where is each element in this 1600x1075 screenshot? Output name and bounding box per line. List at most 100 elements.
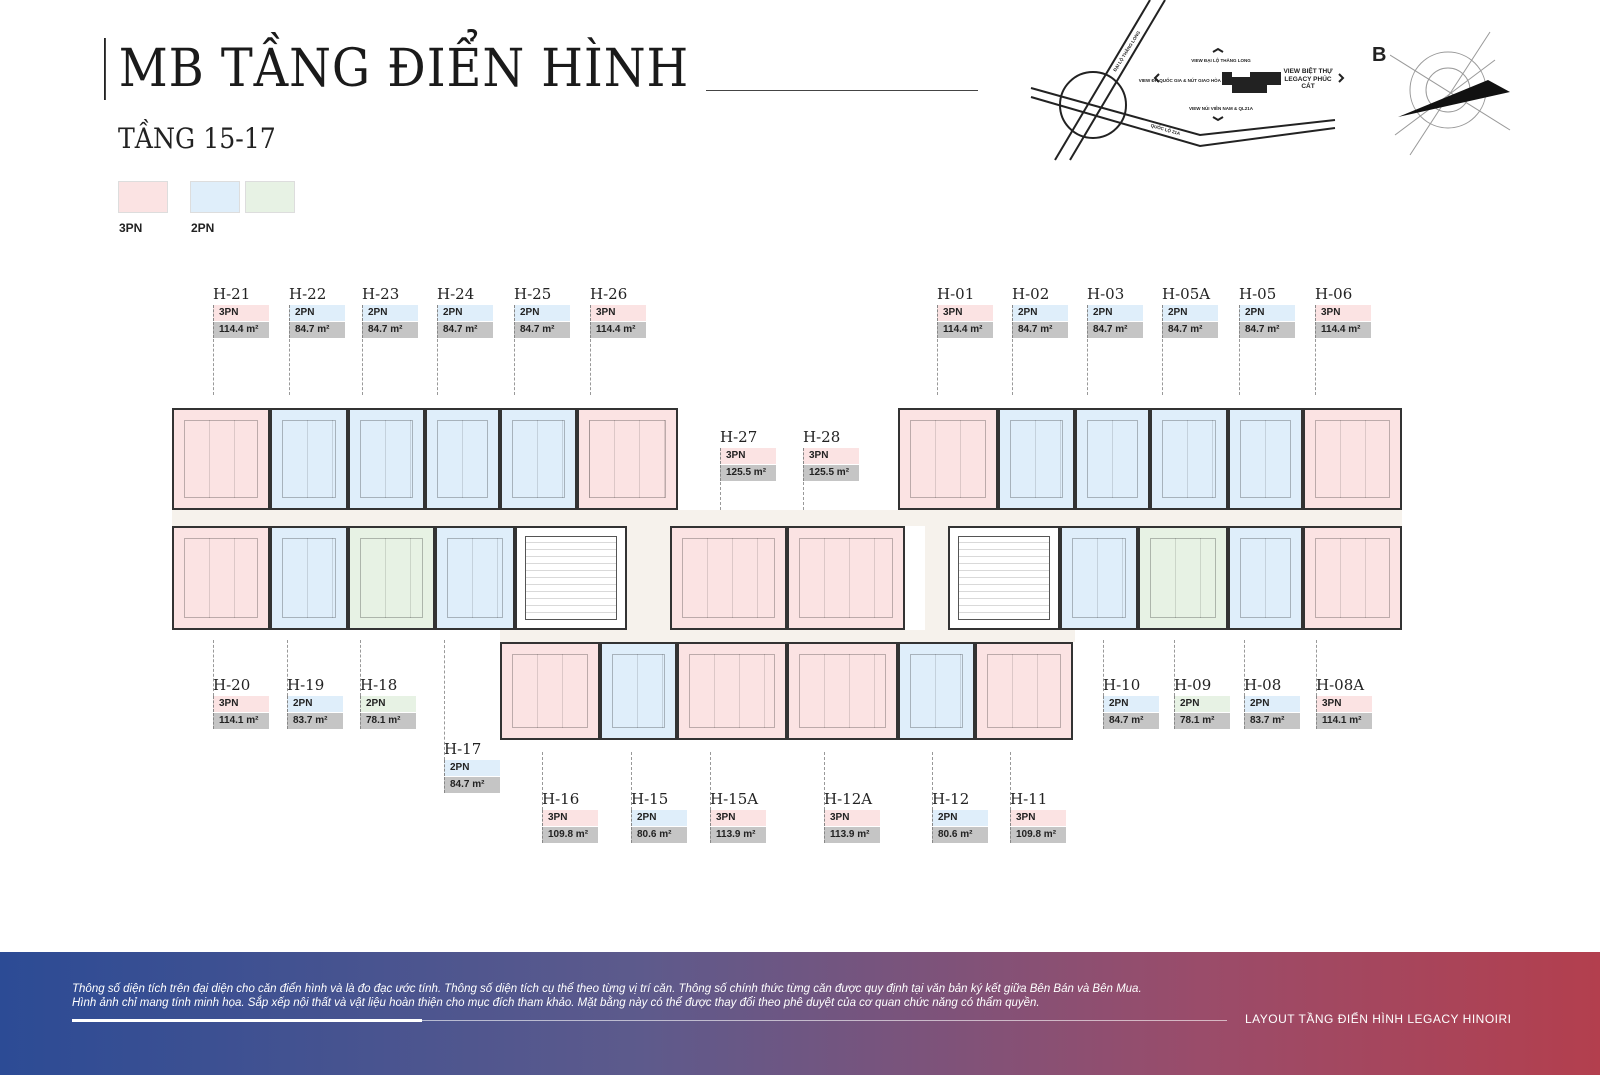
unit-area: 84.7 m² [1103, 713, 1159, 729]
unit-code: H-15A [710, 790, 759, 808]
unit-code: H-26 [590, 285, 628, 303]
unit-h-17 [435, 526, 515, 630]
view-top-label: VIEW ĐẠI LỘ THĂNG LONG [1191, 56, 1251, 63]
leader-line [590, 339, 591, 395]
leader-line [824, 752, 825, 810]
disclaimer: Thông số diện tích trên đại diện cho căn… [72, 982, 1232, 1010]
unit-h-12a [787, 642, 898, 740]
unit-h-10 [1060, 526, 1138, 630]
unit-h-25 [500, 408, 577, 510]
corridor [625, 510, 673, 642]
unit-area: 84.7 m² [437, 322, 493, 338]
unit-code: H-01 [937, 285, 975, 303]
unit-type: 2PN [362, 305, 418, 321]
title-divider [706, 90, 978, 91]
unit-area: 83.7 m² [287, 713, 343, 729]
unit-code: H-17 [444, 740, 482, 758]
unit-code: H-16 [542, 790, 580, 808]
unit-type: 3PN [542, 810, 598, 826]
unit-code: H-19 [287, 676, 325, 694]
unit-h-02 [998, 408, 1075, 510]
leader-line [362, 339, 363, 395]
leader-line [710, 752, 711, 810]
unit-code: H-03 [1087, 285, 1125, 303]
floor-subtitle: TẦNG 15-17 [118, 122, 276, 155]
leader-line [1174, 640, 1175, 696]
unit-area: 109.8 m² [542, 827, 598, 843]
unit-code: H-18 [360, 676, 398, 694]
unit-code: H-05 [1239, 285, 1277, 303]
unit-area: 114.1 m² [1316, 713, 1372, 729]
unit-h-03 [1075, 408, 1150, 510]
unit-h-19 [270, 526, 348, 630]
leader-line [437, 339, 438, 395]
corridor [925, 510, 950, 642]
unit-code: H-23 [362, 285, 400, 303]
unit-area: 84.7 m² [1162, 322, 1218, 338]
footer-banner [0, 952, 1600, 1075]
leader-line [1012, 339, 1013, 395]
unit-code: H-27 [720, 428, 758, 446]
unit-code: H-02 [1012, 285, 1050, 303]
leader-line [1239, 339, 1240, 395]
legend-swatch-2pn [190, 181, 240, 213]
leader-line [213, 640, 214, 696]
unit-code: H-12A [824, 790, 873, 808]
corridor [500, 630, 1075, 642]
view-bottom-label: VIEW NÚI VIÊN NAM & QL21A [1189, 104, 1254, 111]
legend-label-2pn: 2PN [191, 221, 215, 235]
elevator-stair-core-left [515, 526, 627, 630]
unit-type: 3PN [824, 810, 880, 826]
unit-type: 2PN [932, 810, 988, 826]
unit-type: 2PN [631, 810, 687, 826]
site-location-map: VIEW ĐẠI LỘ THĂNG LONG VIEW ĐH QUỐC GIA … [1030, 0, 1345, 161]
unit-type: 2PN [1244, 696, 1300, 712]
unit-area: 113.9 m² [824, 827, 880, 843]
unit-code: H-28 [803, 428, 841, 446]
unit-h-05a [1150, 408, 1228, 510]
unit-type: 3PN [1010, 810, 1066, 826]
unit-type: 2PN [1012, 305, 1068, 321]
unit-area: 114.4 m² [937, 322, 993, 338]
leader-line [542, 752, 543, 810]
unit-type: 3PN [937, 305, 993, 321]
legend-label-3pn: 3PN [119, 221, 143, 235]
unit-type: 3PN [710, 810, 766, 826]
leader-line [803, 482, 804, 510]
compass-icon [1390, 31, 1511, 156]
unit-h-12 [898, 642, 975, 740]
view-left-label: VIEW ĐH QUỐC GIA & NÚT GIAO HÒA LẠC [1139, 76, 1232, 83]
unit-h-18 [348, 526, 435, 630]
unit-code: H-21 [213, 285, 251, 303]
unit-h-01 [898, 408, 998, 510]
leader-line [444, 640, 445, 760]
unit-area: 114.1 m² [213, 713, 269, 729]
legend-swatch-2pn-alt [245, 181, 295, 213]
leader-line [1162, 339, 1163, 395]
unit-type: 3PN [803, 448, 859, 464]
leader-line [932, 752, 933, 810]
leader-line [360, 640, 361, 696]
unit-type: 2PN [289, 305, 345, 321]
unit-h-24 [425, 408, 500, 510]
unit-type: 3PN [1316, 696, 1372, 712]
leader-line [1087, 339, 1088, 395]
unit-area: 113.9 m² [710, 827, 766, 843]
unit-code: H-25 [514, 285, 552, 303]
